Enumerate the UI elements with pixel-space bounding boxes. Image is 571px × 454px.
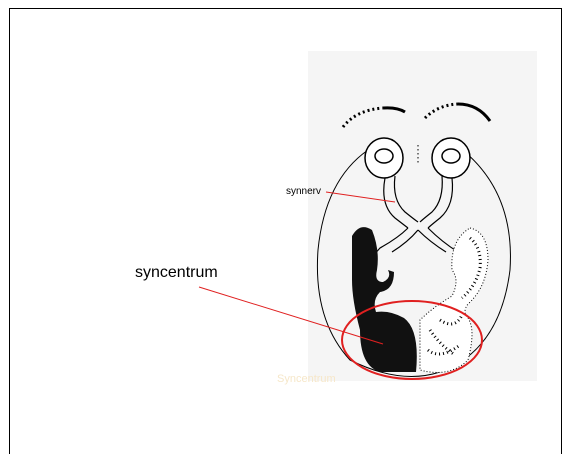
left-visual-lobe [352,227,417,372]
synnerv-label: synnerv [286,186,321,197]
faint-caption: Syncentrum [277,373,336,385]
syncentrum-label: syncentrum [135,264,218,282]
right-visual-lobe [420,228,488,372]
top-arcs [343,104,490,127]
optic-nerves [372,176,465,275]
